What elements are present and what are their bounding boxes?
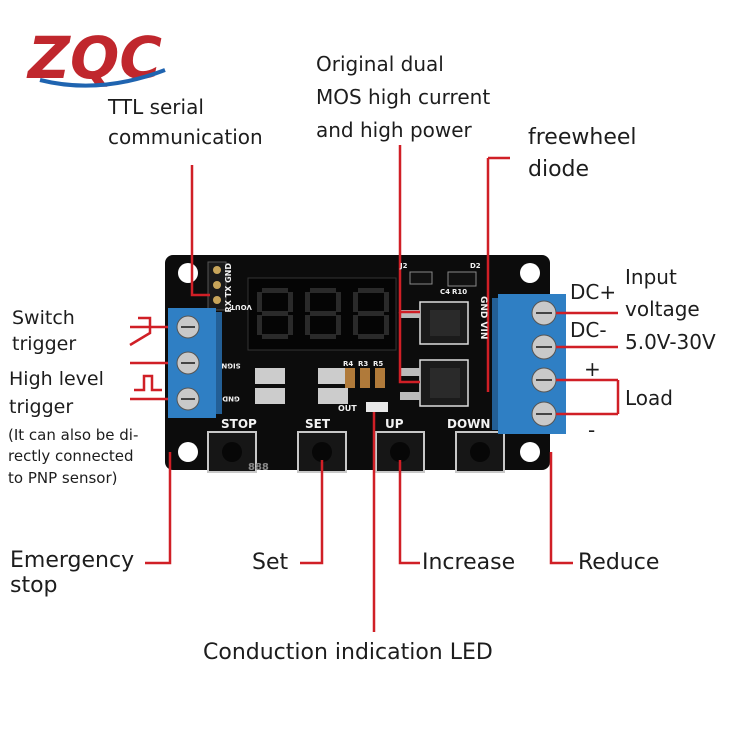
push-buttons (207, 431, 505, 473)
dc-minus-label: DC- (570, 318, 607, 342)
part-r3: R3 (358, 360, 369, 368)
set-label: Set (252, 550, 289, 575)
freewheel-label-1: freewheel (528, 125, 637, 150)
conduction-led-label: Conduction indication LED (203, 640, 493, 665)
header-pins (207, 261, 227, 311)
mos-label-1: Original dual (316, 52, 444, 76)
emergency-stop-label-1: Emergency (10, 548, 135, 573)
mount-hole (178, 442, 198, 462)
sign-label: SIGN (221, 361, 241, 370)
logo-mark: ZQC (26, 24, 166, 92)
leader-lines (129, 145, 620, 632)
mount-hole (520, 442, 540, 462)
load-minus-label: - (588, 418, 596, 442)
button-label-down: DOWN (447, 417, 491, 431)
ttl-label-2: communication (108, 125, 263, 149)
vout-label: VOUT (230, 302, 252, 311)
pnp-note-1: (It can also be di- (8, 426, 139, 444)
freewheel-label-2: diode (528, 157, 590, 182)
input-label-1: Input (625, 265, 677, 289)
switch-trigger-label-2: trigger (12, 333, 77, 355)
load-label: Load (625, 386, 673, 410)
part-r4: R4 (343, 360, 354, 368)
mos-label-2: MOS high current (316, 85, 491, 109)
mos-label-3: and high power (316, 118, 472, 142)
left-terminal-block (168, 308, 222, 418)
increase-label: Increase (422, 550, 516, 575)
input-label-2: voltage (625, 297, 700, 321)
part-d2: D2 (470, 262, 481, 270)
right-terminal-block (492, 294, 566, 434)
gnd-vin-label: GND VIN (478, 296, 488, 340)
emergency-stop-label-2: stop (10, 573, 58, 598)
part-r5: R5 (373, 360, 384, 368)
pnp-note-2: rectly connected (8, 447, 134, 465)
part-j2: J2 (400, 262, 408, 270)
out-label: OUT (338, 404, 357, 413)
board-display-digits: 888 (248, 462, 269, 473)
mount-hole (178, 263, 198, 283)
button-label-set: SET (305, 417, 331, 431)
seven-segment-display (247, 277, 397, 351)
dc-plus-label: DC+ (570, 280, 617, 304)
smd-parts (255, 271, 477, 412)
button-label-up: UP (385, 417, 404, 431)
part-r10: R10 (452, 288, 468, 296)
switch-trigger-label-1: Switch (12, 307, 75, 329)
ttl-label-1: TTL serial (108, 95, 204, 119)
button-label-stop: STOP (221, 417, 257, 431)
input-label-3: 5.0V-30V (625, 330, 716, 354)
high-level-label-2: trigger (9, 396, 74, 418)
load-plus-label: + (584, 357, 601, 381)
reduce-label: Reduce (578, 550, 660, 575)
pnp-note-3: to PNP sensor) (8, 469, 118, 487)
part-c4: C4 (440, 288, 451, 296)
gnd-label: GND (222, 394, 240, 403)
high-level-label-1: High level (9, 368, 104, 390)
status-led (366, 402, 388, 412)
mosfet-pair (400, 301, 469, 407)
mount-hole (520, 263, 540, 283)
